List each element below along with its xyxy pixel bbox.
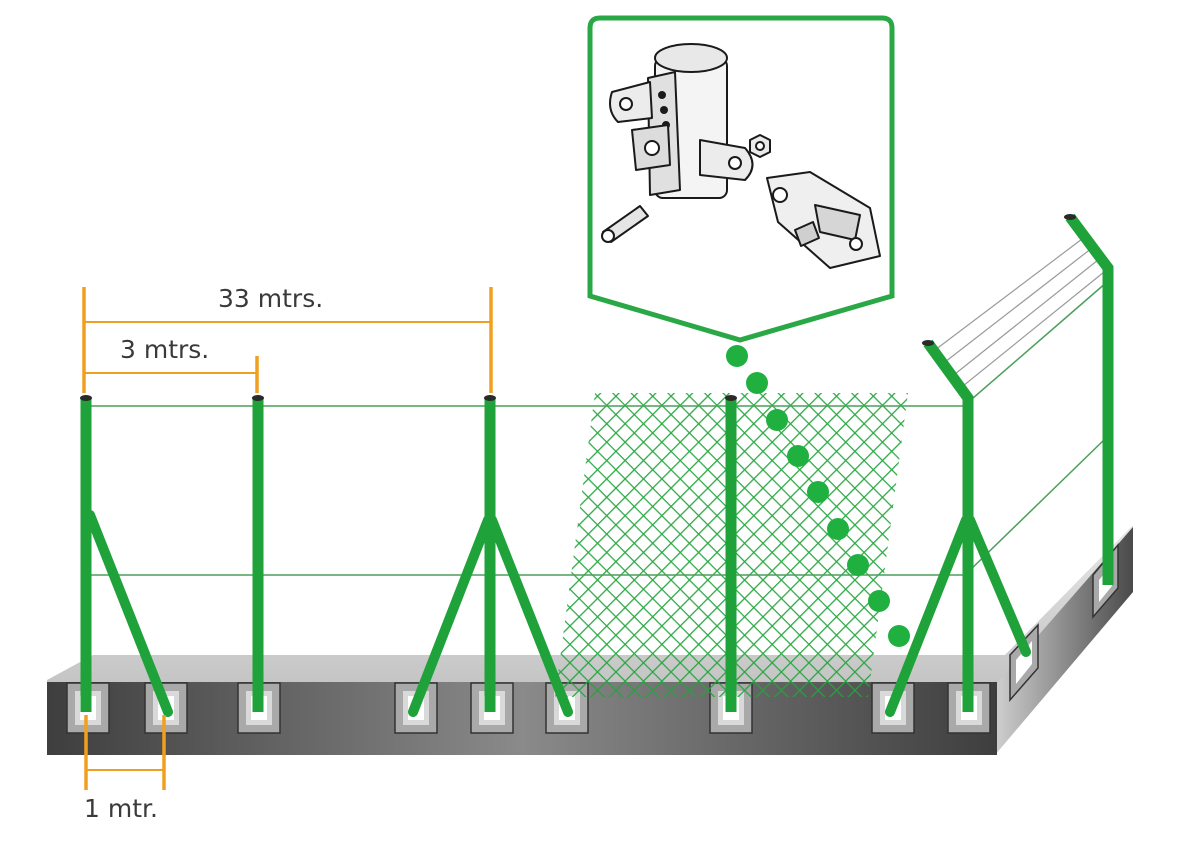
callout-box <box>587 15 895 343</box>
strut <box>885 515 971 717</box>
dimension-lines <box>82 287 493 790</box>
post-clamp-fitting-icon <box>601 43 881 269</box>
dimension-label-33m: 33 mtrs. <box>218 284 323 313</box>
dimension-label-1m: 1 mtr. <box>84 794 158 823</box>
strut <box>965 515 1031 657</box>
strut <box>487 515 573 717</box>
dimension-label-3m: 3 mtrs. <box>120 335 209 364</box>
angled-post <box>923 339 974 712</box>
strut <box>408 515 493 717</box>
tension-wires <box>86 235 1108 576</box>
strut <box>85 510 173 717</box>
angled-post-corner <box>1065 213 1114 585</box>
callout-leader <box>726 345 910 647</box>
fence-posts <box>80 213 1114 717</box>
